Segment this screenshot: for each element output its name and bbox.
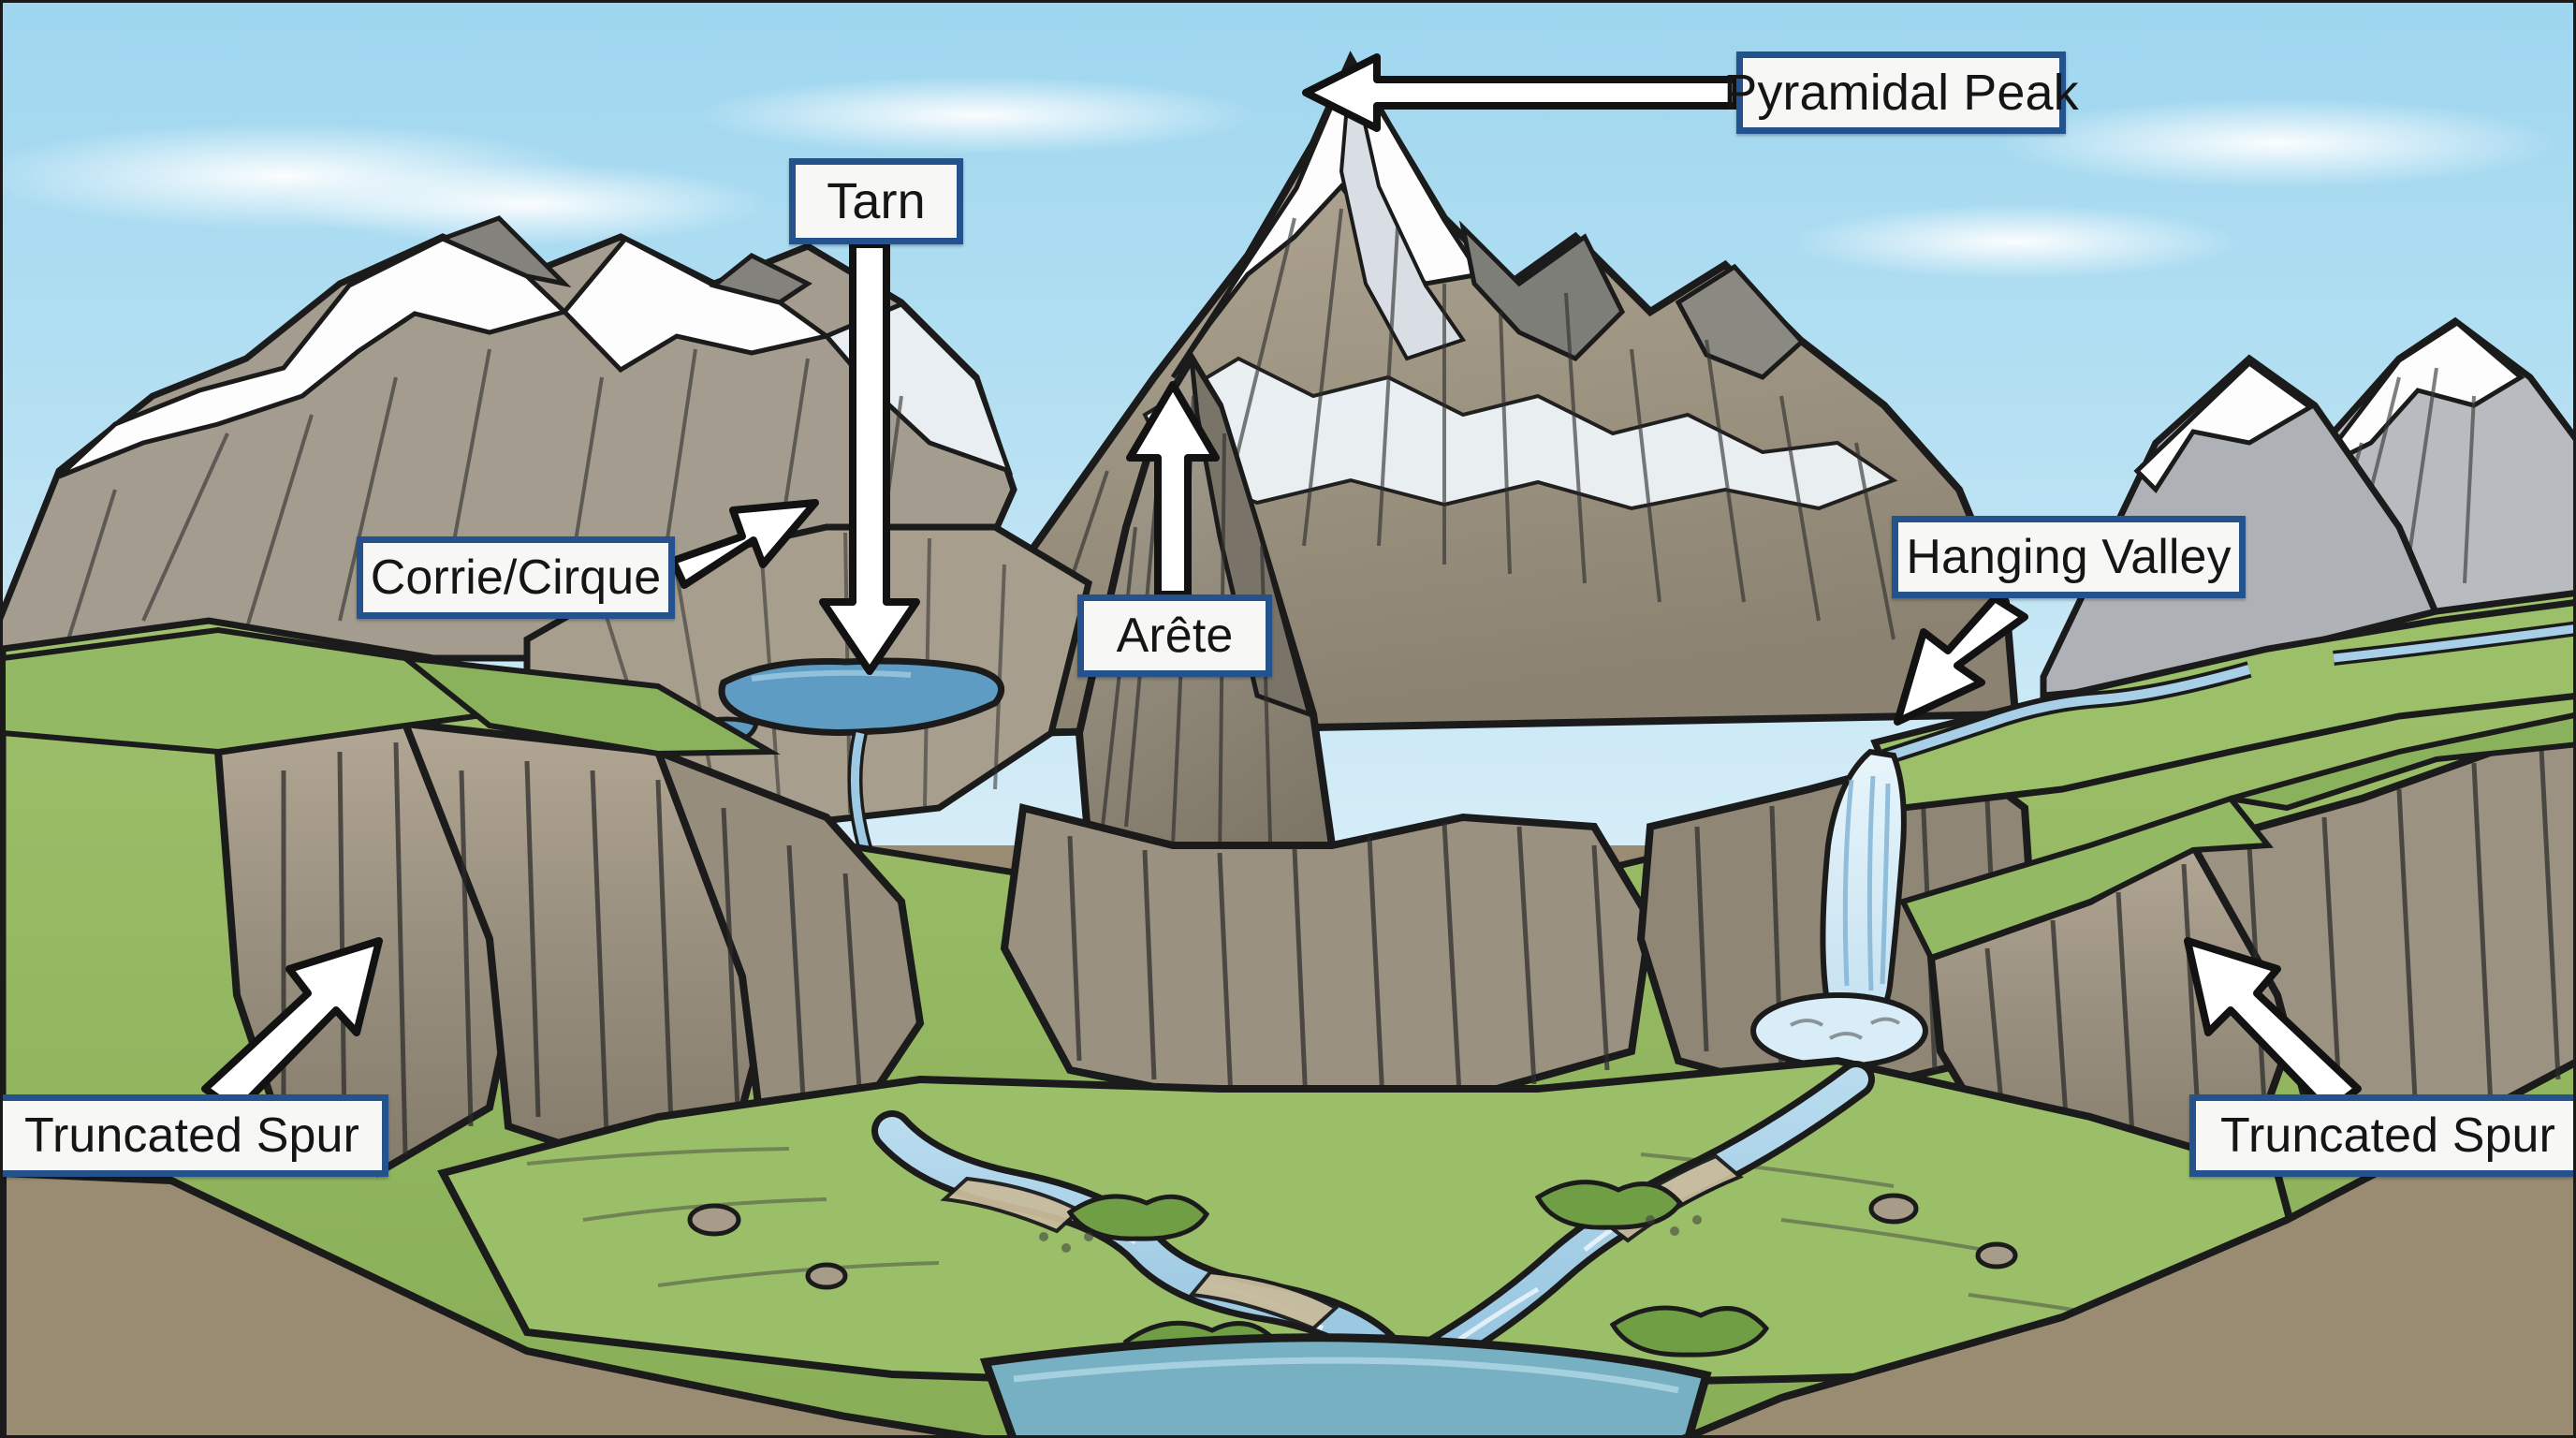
label-corrie-cirque-text: Corrie/Cirque xyxy=(370,550,662,605)
landscape-illustration xyxy=(3,3,2573,1435)
label-truncated-spur-right-text: Truncated Spur xyxy=(2220,1108,2555,1163)
label-arete-text: Arête xyxy=(1116,609,1234,663)
outlet-lake xyxy=(979,1333,1712,1435)
label-tarn-text: Tarn xyxy=(827,173,926,229)
label-tarn[interactable]: Tarn xyxy=(789,158,963,244)
label-pyramidal-peak[interactable]: Pyramidal Peak xyxy=(1723,51,2079,134)
label-truncated-spur-right[interactable]: Truncated Spur xyxy=(2189,1094,2573,1177)
label-truncated-spur-left-text: Truncated Spur xyxy=(24,1108,359,1163)
label-pyramidal-peak-text: Pyramidal Peak xyxy=(1723,65,2079,121)
label-arete[interactable]: Arête xyxy=(1077,594,1272,677)
label-hanging-valley[interactable]: Hanging Valley xyxy=(1892,516,2246,598)
label-corrie-cirque[interactable]: Corrie/Cirque xyxy=(357,536,675,619)
label-hanging-valley-text: Hanging Valley xyxy=(1906,530,2232,584)
label-truncated-spur-left[interactable]: Truncated Spur xyxy=(3,1094,388,1177)
